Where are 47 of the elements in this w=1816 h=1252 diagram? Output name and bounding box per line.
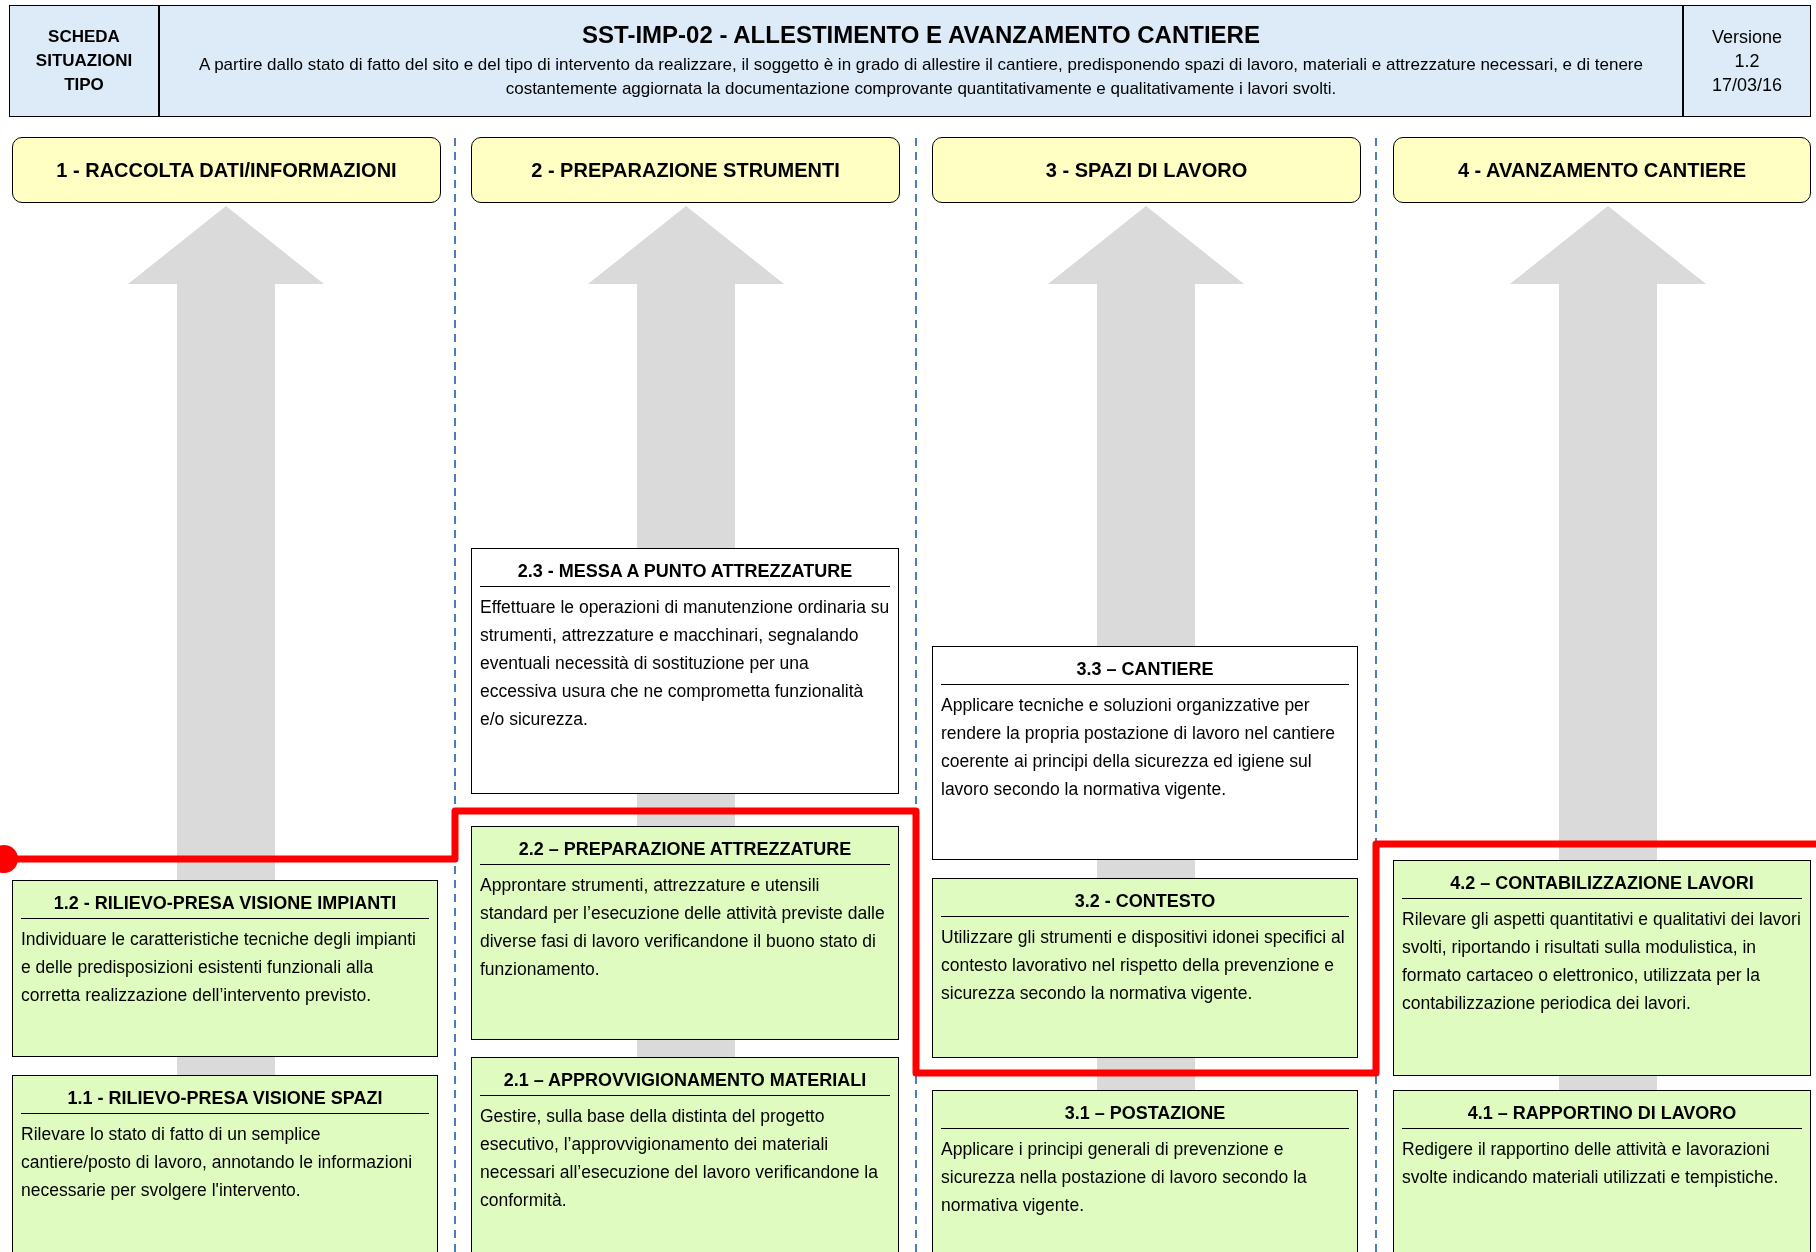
activity-description: Effettuare le operazioni di manutenzione ordinaria su strumenti, attrezzature e macchinari, segnalando eventuali necessità di sostituzione per una eccessiva usura che ne comprometta funzionalità e/o sicurezza. — [480, 596, 890, 731]
activity-heading: 4.1 – RAPPORTINO DI LAVORO — [1402, 1097, 1802, 1129]
activity-heading: 2.2 – PREPARAZIONE ATTREZZATURE — [480, 833, 890, 865]
column-title: 4 - AVANZAMENTO CANTIERE — [1457, 158, 1747, 182]
title-cell — [159, 5, 1683, 117]
activity-box — [12, 880, 438, 1057]
activity-description: Approntare strumenti, attrezzature e utensili standard per l’esecuzione delle attività previste dalle diverse fasi di lavoro verificandone il buono stato di funzionamento. — [480, 874, 886, 981]
activity-box — [471, 548, 899, 794]
activity-box — [932, 646, 1358, 860]
activity-heading: 2.1 – APPROVVIGIONAMENTO MATERIALI — [480, 1064, 890, 1096]
activity-description: Applicare tecniche e soluzioni organizzative per rendere la propria postazione di lavoro nel cantiere coerente ai principi della sicurezza ed igiene sul lavoro secondo la normativa vigente. — [941, 694, 1336, 801]
activity-heading: 1.2 - RILIEVO-PRESA VISIONE IMPIANTI — [21, 887, 429, 919]
activity-box — [932, 878, 1358, 1058]
column-header — [1393, 137, 1811, 203]
version-number: 1.2 — [1734, 50, 1760, 73]
activity-heading: 4.2 – CONTABILIZZAZIONE LAVORI — [1402, 867, 1802, 899]
activity-heading: 3.3 – CANTIERE — [941, 653, 1349, 685]
activity-heading: 2.3 - MESSA A PUNTO ATTREZZATURE — [480, 555, 890, 587]
activity-box — [1393, 1090, 1811, 1252]
activity-description: Applicare i principi generali di prevenzione e sicurezza nella postazione di lavoro secondo la normativa vigente. — [941, 1138, 1308, 1217]
activity-description: Redigere il rapportino delle attività e lavorazioni svolte indicando materiali utilizzati e tempistiche. — [1402, 1138, 1780, 1189]
activity-description: Gestire, sulla base della distinta del progetto esecutivo, l’approvvigionamento dei materiali necessari all’esecuzione del lavoro verificandone la conformità. — [480, 1105, 879, 1212]
header-cell — [9, 5, 159, 117]
activity-description: Rilevare gli aspetti quantitativi e qualitativi dei lavori svolti, riportando i risultati sulla modulistica, in formato cartaceo o elettronico, utilizzata per la contabilizzazione periodica dei lavori. — [1402, 908, 1802, 1015]
version-label: Versione — [1711, 26, 1783, 49]
column-header — [932, 137, 1361, 203]
activity-box — [471, 1057, 899, 1252]
column-title: 2 - PREPARAZIONE STRUMENTI — [531, 158, 840, 182]
sheet-type: SCHEDA SITUAZIONI TIPO — [34, 26, 134, 96]
activity-box — [1393, 860, 1811, 1076]
header-cell — [1683, 5, 1811, 117]
sheet-title: SST-IMP-02 - ALLESTIMENTO E AVANZAMENTO CANTIERE — [582, 21, 1260, 49]
activity-box — [932, 1090, 1358, 1252]
activity-box — [12, 1075, 438, 1252]
column-title: 1 - RACCOLTA DATI/INFORMAZIONI — [56, 158, 397, 182]
activity-box — [471, 826, 899, 1040]
column-header — [12, 137, 441, 203]
activity-heading: 3.1 – POSTAZIONE — [941, 1097, 1349, 1129]
column-header — [471, 137, 900, 203]
activity-heading: 1.1 - RILIEVO-PRESA VISIONE SPAZI — [21, 1082, 429, 1114]
activity-description: Rilevare lo stato di fatto di un semplice cantiere/posto di lavoro, annotando le informazioni necessarie per svolgere l'intervento. — [21, 1123, 414, 1202]
column-title: 3 - SPAZI DI LAVORO — [1045, 158, 1248, 182]
version-date: 17/03/16 — [1711, 74, 1783, 97]
activity-description: Individuare le caratteristiche tecniche degli impianti e delle predisposizioni esistenti funzionali alla corretta realizzazione dell’intervento previsto. — [21, 928, 417, 1007]
activity-heading: 3.2 - CONTESTO — [941, 885, 1349, 917]
activity-description: Utilizzare gli strumenti e dispositivi idonei specifici al contesto lavorativo nel rispetto della prevenzione e sicurezza secondo la normativa vigente. — [941, 926, 1346, 1005]
sheet-description: A partire dallo stato di fatto del sito e del tipo di intervento da realizzare, il soggetto è in grado di allestire il cantiere, predisponendo spazi di lavoro, materiali e attrezzature necessari, e di tenere costantemente aggiornata la documentazione comprovante quantitativamente e qualitativamente i lavori svolti. — [198, 54, 1644, 100]
